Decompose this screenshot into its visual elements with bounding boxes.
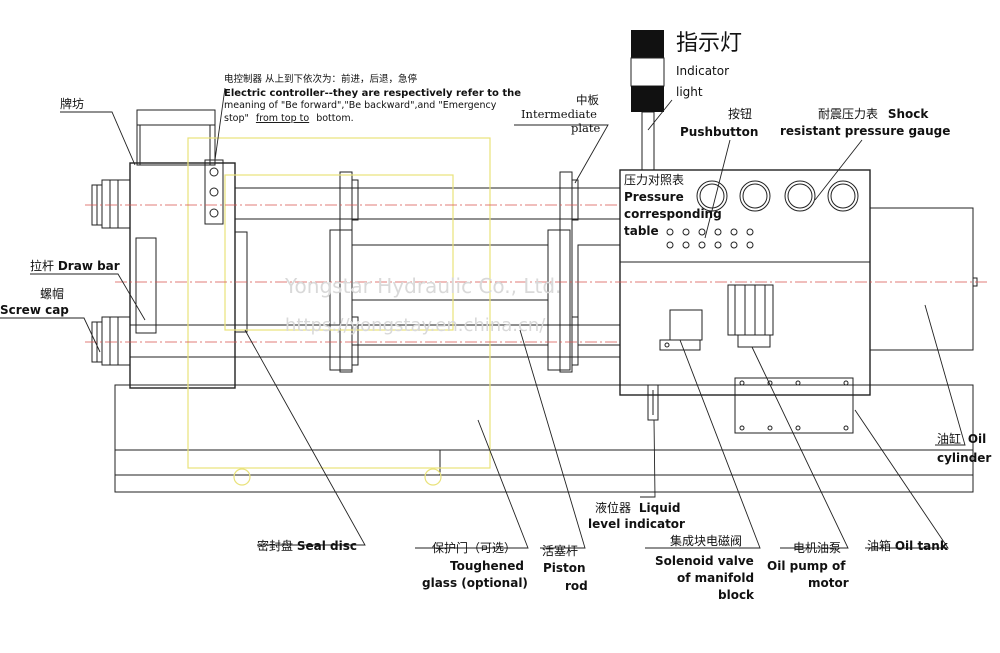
- label-controller-cn: 电控制器 从上到下依次为：前进，后退，急停: [224, 73, 418, 85]
- label-seal-disc: 密封盘 Seal disc: [257, 538, 357, 553]
- liquid-level-indicator: [647, 384, 659, 421]
- machine-base: [114, 384, 974, 493]
- leader-lines: [0, 87, 966, 549]
- gauge-en-1: Shock: [888, 107, 930, 121]
- oil-pump-motor: [727, 284, 774, 348]
- oil-cylinder-en-1: Oil: [968, 432, 986, 446]
- label-pushbutton-cn: 按钮: [728, 106, 752, 121]
- label-glass-en-2: glass (optional): [422, 576, 528, 590]
- liquid-level-cn: 液位器: [595, 500, 631, 515]
- indicator-light: [630, 30, 665, 171]
- label-controller-en-1: Electric controller--they are respective…: [224, 88, 521, 99]
- screw-cap-upper: [91, 179, 131, 229]
- watermark-url: https://yongstay.en.china.cn/: [285, 315, 546, 336]
- label-screw-cap-cn: 螺帽: [40, 286, 64, 301]
- label-oil-tank: 油箱 Oil tank: [867, 538, 949, 553]
- label-pressure-table-en-3: table: [624, 224, 659, 238]
- oil-tank-panel: [734, 377, 854, 434]
- label-pressure-table-en-1: Pressure: [624, 190, 684, 204]
- piston-rod: [352, 244, 548, 346]
- label-indicator-light-cn: 指示灯: [676, 31, 742, 56]
- controller-en-3c: bottom.: [316, 113, 353, 124]
- oil-cylinder-cn: 油缸: [937, 431, 961, 446]
- label-gauge-line1: 耐震压力表 Shock: [818, 107, 929, 121]
- controller-en-3b: from top to: [256, 113, 309, 124]
- label-solenoid-en-1: Solenoid valve: [655, 554, 754, 568]
- label-intermediate-plate-en-2: plate: [571, 121, 601, 135]
- label-solenoid-en-3: block: [718, 588, 755, 602]
- headstock-block: [129, 109, 236, 389]
- label-paifang: 牌坊: [60, 96, 84, 111]
- label-liquid-level-line1: 液位器 Liquid: [595, 500, 680, 515]
- seal-disc-en: Seal disc: [297, 539, 357, 553]
- label-solenoid-cn: 集成块电磁阀: [670, 533, 742, 548]
- label-pressure-table-en-2: corresponding: [624, 207, 722, 221]
- label-draw-bar: 拉杆 Draw bar: [30, 258, 120, 273]
- pushbutton-array: [666, 228, 754, 249]
- label-pressure-table-cn: 压力对照表: [624, 173, 684, 187]
- electric-controller: [204, 159, 224, 225]
- label-gauge-en-2: resistant pressure gauge: [780, 124, 950, 138]
- label-indicator-light-en-1: Indicator: [676, 64, 729, 78]
- label-intermediate-plate-en-1: Intermediate: [521, 107, 597, 121]
- label-piston-rod-en-1: Piston: [543, 561, 586, 575]
- label-oil-cylinder-line1: 油缸 Oil: [937, 431, 986, 446]
- label-controller-en-2: meaning of "Be forward","Be backward",an…: [224, 100, 497, 111]
- oil-tank-cn: 油箱: [867, 538, 891, 553]
- label-glass-cn: 保护门（可选）: [432, 540, 516, 555]
- centerlines: [85, 204, 990, 343]
- label-piston-rod-cn: 活塞杆: [542, 543, 578, 558]
- label-liquid-level-en-2: level indicator: [588, 517, 685, 531]
- label-oil-pump-en-2: motor: [808, 576, 849, 590]
- watermark-company: Yongstar Hydraulic Co., Ltd.: [284, 274, 561, 298]
- label-intermediate-plate-cn: 中板: [576, 93, 599, 107]
- label-oil-cylinder-en-2: cylinder: [937, 451, 991, 465]
- toughened-glass-guard: [187, 137, 491, 486]
- control-cabinet: [619, 169, 978, 396]
- liquid-level-en-1: Liquid: [639, 501, 681, 515]
- label-piston-rod-en-2: rod: [565, 579, 588, 593]
- label-controller-en-3: stop" from top to bottom.: [224, 113, 354, 124]
- label-glass-en-1: Toughened: [450, 559, 524, 573]
- label-pushbutton-en: Pushbutton: [680, 125, 758, 139]
- draw-bar-en: Draw bar: [58, 259, 120, 273]
- gauge-cn: 耐震压力表: [818, 107, 878, 121]
- oil-tank-en: Oil tank: [895, 539, 949, 553]
- draw-bar-cn: 拉杆: [30, 258, 54, 273]
- label-solenoid-en-2: of manifold: [677, 571, 754, 585]
- seal-disc-cn: 密封盘: [257, 538, 293, 553]
- label-screw-cap-en: Screw cap: [0, 303, 69, 317]
- screw-cap-lower: [91, 316, 131, 366]
- label-oil-pump-cn: 电机油泵: [793, 541, 841, 555]
- draw-bar-lower: [130, 324, 620, 358]
- intermediate-plate: [547, 171, 621, 373]
- controller-en-3a: stop": [224, 113, 249, 124]
- solenoid-valve: [659, 309, 703, 351]
- label-indicator-light-en-2: light: [676, 85, 703, 99]
- pressure-gauges: [696, 180, 859, 212]
- draw-bar-upper: [235, 187, 620, 220]
- label-oil-pump-en-1: Oil pump of: [767, 559, 846, 573]
